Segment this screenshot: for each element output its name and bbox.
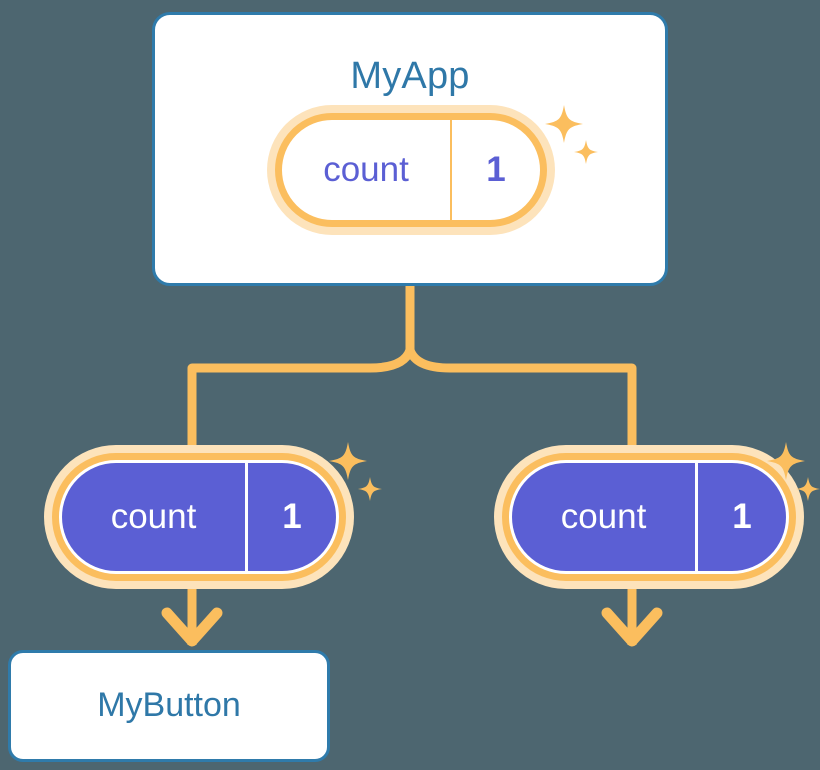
state-value-right: 1 <box>732 497 752 536</box>
state-key-left: count <box>62 463 248 571</box>
state-pill-left[interactable]: count 1 <box>62 463 336 571</box>
junction-bar <box>187 345 637 373</box>
state-pill-root[interactable]: count 1 <box>275 113 547 227</box>
component-title-mybutton-left: MyButton <box>97 686 241 724</box>
component-box-myapp[interactable]: MyApp <box>152 12 668 286</box>
right-arrow-head <box>601 607 663 647</box>
state-value-root: 1 <box>486 150 506 189</box>
state-value-left: 1 <box>282 497 302 536</box>
state-key-root: count <box>282 120 452 220</box>
left-arrow-head <box>161 607 223 647</box>
state-key-right: count <box>512 463 698 571</box>
component-title-myapp: MyApp <box>350 55 470 97</box>
component-box-mybutton-left[interactable]: MyButton <box>8 650 330 762</box>
state-pill-right[interactable]: count 1 <box>512 463 786 571</box>
